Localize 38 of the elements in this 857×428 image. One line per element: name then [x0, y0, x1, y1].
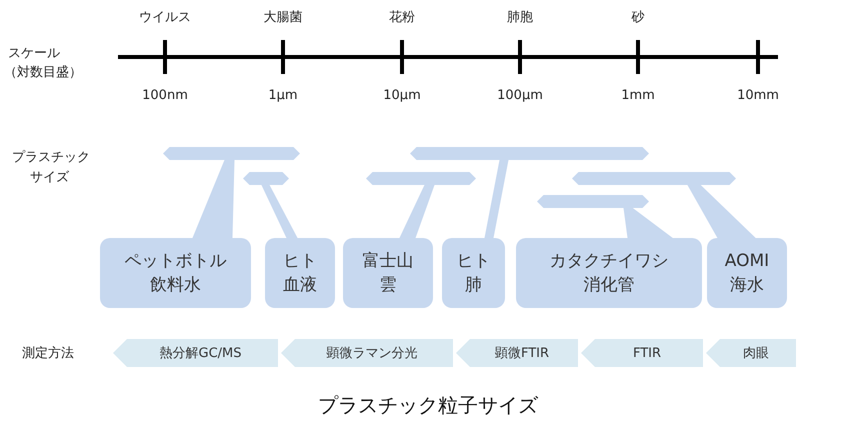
caption: プラスチック粒子サイズ [318, 392, 538, 419]
axis-label: （対数目盛） [4, 64, 82, 81]
sample-box: ヒト 肺 [442, 238, 505, 308]
sample-box: AOMI 海水 [707, 238, 787, 308]
size-range-bar [243, 172, 289, 185]
method-band: FTIR [581, 339, 703, 367]
scale-item: 花粉 [389, 9, 415, 26]
sample-box: 富士山 雲 [343, 238, 433, 308]
size-range-bar [572, 172, 736, 185]
scale-item: ウイルス [139, 9, 191, 26]
scale-item: 肺胞 [507, 9, 533, 26]
size-range-bar [163, 147, 300, 160]
callout-pointer [399, 184, 435, 238]
callout-pointer [623, 208, 674, 238]
scale-item: 砂 [632, 9, 644, 26]
callout-pointer [261, 184, 298, 238]
tick-label: 1μm [268, 88, 298, 103]
size-range-bar [537, 195, 649, 208]
row-label: 測定方法 [22, 345, 74, 362]
axis-label: スケール [8, 45, 60, 62]
size-range-bar [366, 172, 476, 185]
callout-pointer [484, 160, 509, 238]
tick-label: 100nm [142, 88, 188, 103]
callout-pointer [687, 184, 756, 238]
scale-item: 大腸菌 [264, 9, 302, 26]
callout-pointer [192, 160, 235, 238]
sample-box: ヒト 血液 [265, 238, 335, 308]
method-band: 肉眼 [706, 339, 796, 367]
tick-label: 10mm [737, 88, 779, 103]
method-band: 熱分解GC/MS [113, 339, 278, 367]
method-band: 顕微ラマン分光 [281, 339, 453, 367]
row-label: プラスチック [12, 149, 90, 166]
tick-label: 1mm [621, 88, 655, 103]
tick-label: 100μm [497, 88, 543, 103]
tick-label: 10μm [383, 88, 421, 103]
size-range-bar [410, 147, 649, 160]
method-band: 顕微FTIR [456, 339, 578, 367]
row-label: サイズ [30, 169, 69, 186]
